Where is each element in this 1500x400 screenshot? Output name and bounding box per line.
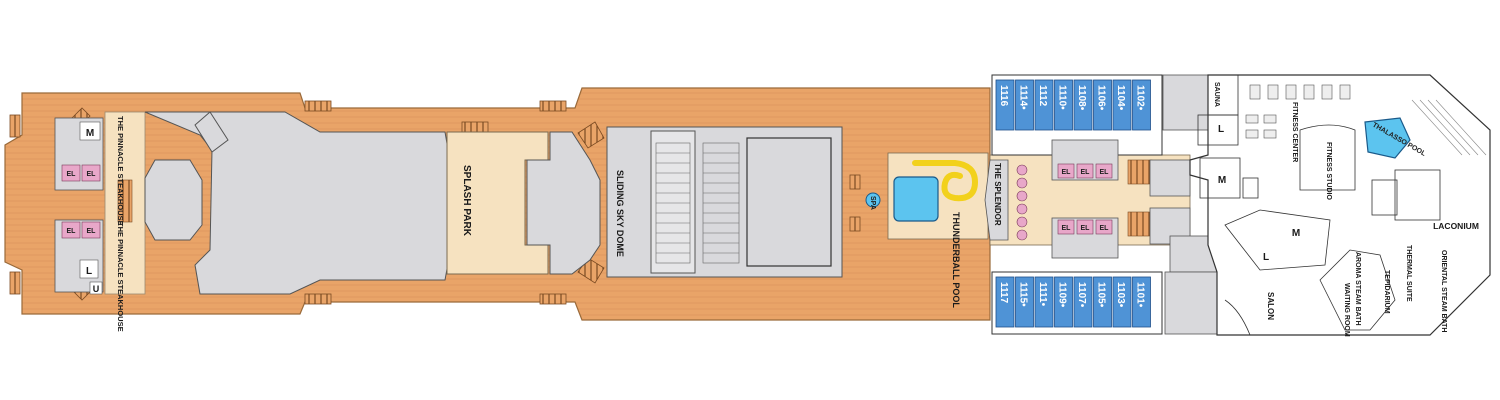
cabin-cell[interactable] [1015,276,1034,328]
cabin-number: 1101• [1135,282,1146,308]
sky-dome-seating-1 [650,130,696,274]
cabin-number: 1108• [1076,85,1087,111]
cabin-cell[interactable] [1112,79,1132,131]
central-elevator-icons [1057,163,1113,235]
splendor-seating [1016,164,1028,241]
sky-dome-label: SLIDING SKY DOME [615,170,625,257]
cabin-cell[interactable] [1132,79,1151,131]
central-stairs [1127,159,1153,237]
thermal-label: THERMAL SUITE [1405,245,1412,302]
spa-marker-m2: M [1292,228,1300,239]
cabin-number: 1114• [1018,85,1029,110]
waiting-room-label: WAITING ROOM [1343,283,1350,337]
cabin-number: 1115• [1018,282,1029,307]
cabin-number: 1107• [1076,282,1087,308]
splash-park-area [446,131,549,275]
spa-marker-l1: L [1218,124,1224,135]
cabin-cell[interactable] [1073,276,1093,328]
splash-park-label: SPLASH PARK [461,165,472,237]
cabin-number: 1117 [998,282,1009,304]
waterslide [912,160,979,202]
cabin-number: 1103• [1115,282,1126,308]
cabin-cell[interactable] [995,276,1015,328]
fitness-studio-label: FITNESS STUDIO [1325,142,1332,201]
central-el-5: EL [1081,225,1091,232]
spa-rooms [1197,74,1441,336]
steakhouse-label-bottom: THE PINNACLE STEAKHOUSE [116,222,125,332]
spa-marker-m1: M [1218,175,1226,186]
tepidarium-label: TEPIDARIUM [1383,270,1390,314]
steakhouse-dome [144,159,203,241]
central-el-4: EL [1062,225,1072,232]
cabin-number: 1105• [1096,282,1107,308]
spa-badge-label: SPA [869,196,876,210]
splendor-bar [984,159,1009,241]
marker-el-1: EL [67,171,77,178]
cabins-top: 1116 1114• 1112 1110• 1108• 1106• 1104• 1102• [995,79,1151,131]
laconium-label: LACONIUM [1433,221,1479,231]
marker-l-left: L [86,266,92,277]
cabin-cell[interactable] [1073,79,1093,131]
cabin-cell[interactable] [1112,276,1132,328]
central-el-6: EL [1100,225,1110,232]
cabin-cell[interactable] [1015,79,1034,131]
steakhouse-wedge [194,111,229,153]
oriental-label: ORIENTAL STEAM BATH [1440,250,1447,332]
cabin-cell[interactable] [1093,79,1112,131]
thalasso-pool [1364,117,1411,159]
cabin-number: 1109• [1057,282,1068,308]
central-el-2: EL [1081,169,1091,176]
sky-dome-loungers-1 [655,142,691,264]
covered-area-mid [526,131,601,275]
steakhouse-label-top: THE PINNACLE STEAKHOUSE [116,116,125,226]
salon-label: SALON [1266,292,1275,320]
cabin-number: 1111• [1037,282,1048,307]
cabin-number: 1116 [998,85,1009,107]
cabin-number: 1102• [1135,85,1146,111]
sauna-label: SAUNA [1213,82,1220,107]
restroom-markers-left [79,121,103,295]
cabin-cell[interactable] [1054,79,1073,131]
cabin-cell[interactable] [1132,276,1151,328]
thunderball-label: THUNDERBALL POOL [951,212,961,308]
fitness-center-label: FITNESS CENTER [1291,102,1298,162]
cabin-cell[interactable] [1054,276,1073,328]
aroma-label: AROMA STEAM BATH [1354,252,1361,326]
marker-el-2: EL [87,171,97,178]
marker-m-left: M [86,128,94,139]
cabins-bottom: 1117 1115• 1111• 1109• 1107• 1105• 1103• 1101• [995,276,1151,328]
marker-el-3: EL [67,228,77,235]
central-el-1: EL [1062,169,1072,176]
cabin-cell[interactable] [1034,276,1054,328]
cabin-cell[interactable] [1093,276,1112,328]
spa-badge [865,192,881,208]
spa-marker-l2: L [1263,252,1269,263]
gym-equipment [1245,84,1351,139]
marker-u-left: U [93,284,100,294]
central-el-3: EL [1100,169,1110,176]
cabin-cell[interactable] [995,79,1015,131]
cabin-number: 1112 [1037,85,1048,107]
cabin-number: 1106• [1096,85,1107,111]
splendor-label: THE SPLENDOR [993,163,1002,226]
sky-dome-pool-cover [746,137,832,267]
cabin-cell[interactable] [1034,79,1054,131]
steakhouse-stairs [117,179,133,223]
marker-el-4: EL [87,228,97,235]
sky-dome-loungers-2 [702,142,740,264]
spa-loungers [1411,99,1487,156]
thunderball-pool [893,176,939,222]
cabin-number: 1104• [1115,85,1126,111]
covered-area-aft [144,111,456,295]
cabin-number: 1110• [1057,85,1068,110]
elevator-icons-left [61,164,101,239]
